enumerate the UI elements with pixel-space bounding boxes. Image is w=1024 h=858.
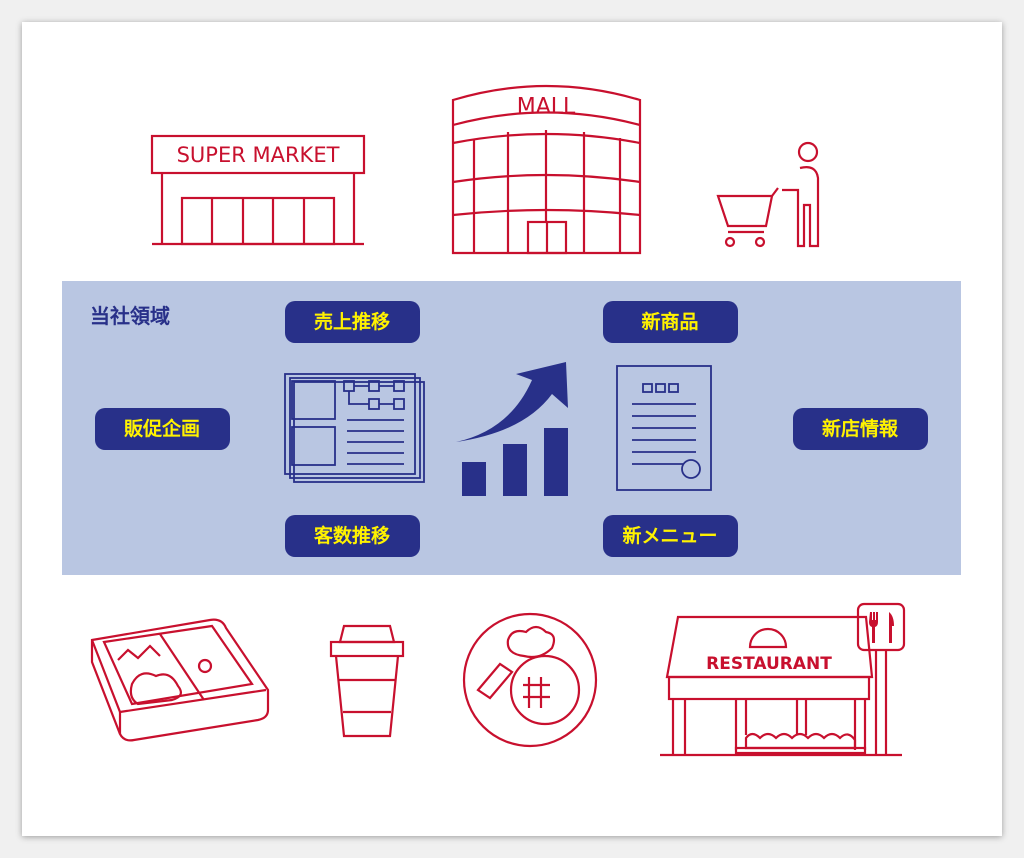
- mall-sign: MALL: [517, 95, 576, 120]
- label-promotion-planning: 販促企画: [95, 408, 230, 450]
- growth-chart-icon: [456, 362, 568, 496]
- supermarket-icon: SUPER MARKET: [150, 134, 366, 246]
- label-new-menu: 新メニュー: [603, 515, 738, 557]
- plate-meal-icon: [462, 612, 598, 748]
- svg-text:客数推移: 客数推移: [314, 524, 390, 547]
- mall-icon: MALL: [451, 84, 642, 255]
- shopper-with-cart-icon: [716, 141, 820, 248]
- label-sales-trend: 売上推移: [285, 301, 420, 343]
- svg-text:新店情報: 新店情報: [822, 417, 899, 440]
- label-new-store-info: 新店情報: [793, 408, 928, 450]
- label-new-products: 新商品: [603, 301, 738, 343]
- coffee-cup-icon: [329, 624, 405, 738]
- bento-box-icon: [90, 618, 270, 742]
- svg-text:売上推移: 売上推移: [314, 310, 390, 333]
- contract-document-icon: [616, 365, 712, 491]
- svg-text:新メニュー: 新メニュー: [622, 524, 717, 547]
- restaurant-sign: RESTAURANT: [706, 654, 832, 674]
- band-title: 当社領域: [90, 304, 170, 328]
- label-customer-count-trend: 客数推移: [285, 515, 420, 557]
- restaurant-icon: RESTAURANT: [660, 602, 906, 757]
- svg-text:販促企画: 販促企画: [124, 417, 200, 440]
- supermarket-sign: SUPER MARKET: [177, 143, 340, 167]
- svg-text:新商品: 新商品: [641, 310, 698, 333]
- report-document-icon: [284, 373, 425, 483]
